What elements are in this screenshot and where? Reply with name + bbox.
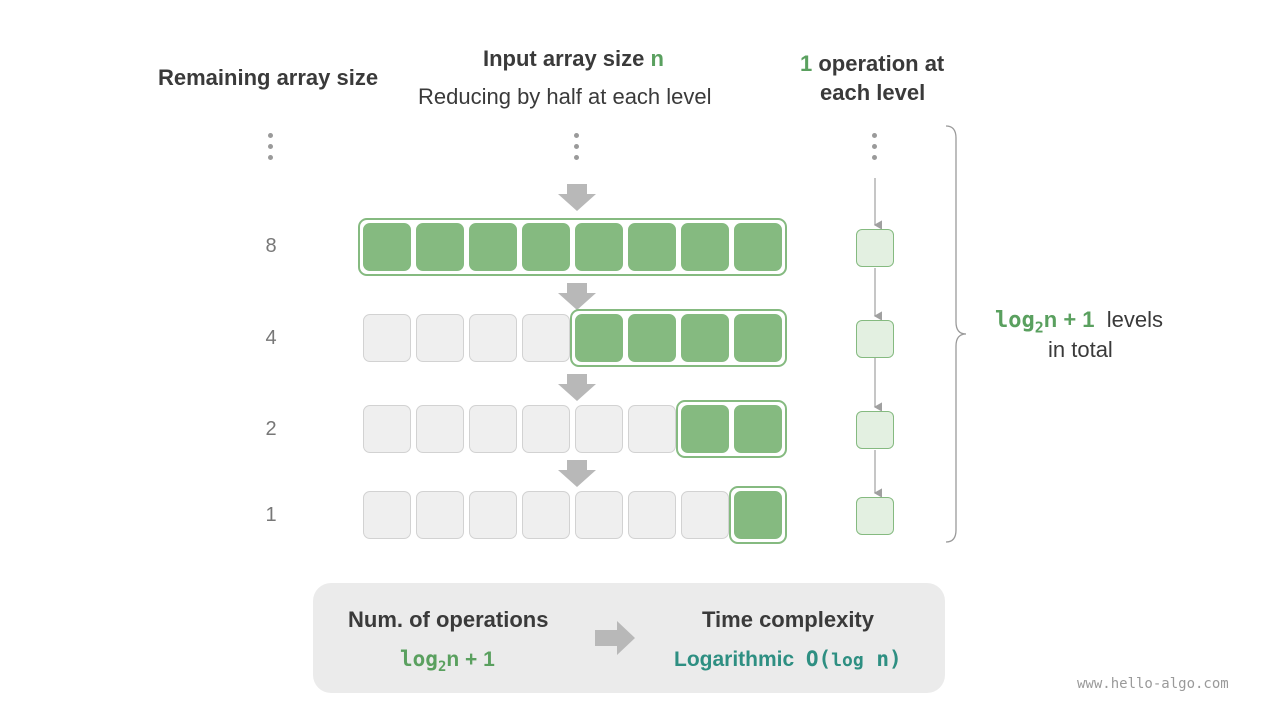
levels-log-text: log xyxy=(995,308,1035,333)
remaining-size-header: Remaining array size xyxy=(158,65,379,90)
active-subarray-outline xyxy=(729,486,787,544)
array-cell-inactive xyxy=(416,405,464,453)
operation-count: 1 xyxy=(800,51,813,76)
tc-big-o: O( xyxy=(805,647,832,671)
down-arrow-icon xyxy=(558,460,596,487)
operation-header-line1: 1 operation at xyxy=(800,51,944,77)
array-cell-active xyxy=(681,223,729,271)
right-arrow-icon xyxy=(595,621,635,655)
array-cell-inactive xyxy=(522,491,570,539)
array-cell-active xyxy=(363,223,411,271)
ops-log-text: log xyxy=(400,647,438,671)
down-arrow-icon xyxy=(558,374,596,401)
array-cell-active xyxy=(416,223,464,271)
operation-box xyxy=(856,229,894,267)
levels-word: levels xyxy=(1106,307,1164,332)
tc-title: Time complexity xyxy=(702,607,874,632)
array-cell-active xyxy=(628,314,676,362)
tc-log: log xyxy=(831,650,864,671)
array-cell-inactive xyxy=(363,405,411,453)
array-cell-active xyxy=(469,223,517,271)
levels-expr-rest: n + 1 xyxy=(1043,307,1095,332)
tc-word: Logarithmic xyxy=(674,648,795,671)
curly-brace xyxy=(945,125,967,543)
footer-url: www.hello-algo.com xyxy=(1077,676,1229,692)
operation-header-line2: each level xyxy=(820,80,926,105)
array-cell-active xyxy=(734,223,782,271)
ops-log-base: 2 xyxy=(437,659,447,676)
input-size-header: Input array size n xyxy=(483,46,664,72)
array-cell-active xyxy=(681,314,729,362)
array-cell-active xyxy=(575,314,623,362)
active-subarray-outline xyxy=(676,400,787,458)
down-arrow-icon xyxy=(558,184,596,211)
level-size-label: 1 xyxy=(265,504,277,526)
ops-expression: log2n + 1 xyxy=(400,647,495,675)
array-cell-inactive xyxy=(363,491,411,539)
level-size-label: 8 xyxy=(265,235,277,257)
array-cell-inactive xyxy=(469,491,517,539)
array-cell-active xyxy=(522,223,570,271)
input-size-var: n xyxy=(650,46,664,71)
array-cell-active xyxy=(628,223,676,271)
operation-flow-lines xyxy=(873,178,883,498)
array-cell-active xyxy=(575,223,623,271)
ops-expr-rest: n + 1 xyxy=(446,648,495,671)
ellipsis-dots-ops xyxy=(872,133,878,166)
array-cell-inactive xyxy=(575,405,623,453)
active-subarray-outline xyxy=(570,309,787,367)
array-cell-inactive xyxy=(522,405,570,453)
operation-label: operation at xyxy=(812,51,945,76)
tc-n: n) xyxy=(863,647,902,671)
array-cell-active xyxy=(734,491,782,539)
array-cell-inactive xyxy=(416,491,464,539)
levels-total-line1: log2n + 1 levels xyxy=(995,307,1163,336)
active-subarray-outline xyxy=(358,218,787,276)
operation-box xyxy=(856,411,894,449)
levels-log-base: 2 xyxy=(1034,318,1044,337)
array-cell-inactive xyxy=(575,491,623,539)
array-cell-inactive xyxy=(522,314,570,362)
array-cell-inactive xyxy=(628,491,676,539)
summary-panel: Num. of operations log2n + 1 Time comple… xyxy=(313,583,945,693)
array-cell-inactive xyxy=(363,314,411,362)
level-size-label: 2 xyxy=(265,418,277,440)
tc-expression: Logarithmic O(log n) xyxy=(674,647,902,672)
level-size-label: 4 xyxy=(265,327,277,349)
array-cell-active xyxy=(734,314,782,362)
ops-title: Num. of operations xyxy=(348,607,549,632)
array-cell-inactive xyxy=(681,491,729,539)
operation-box xyxy=(856,320,894,358)
levels-total-line2: in total xyxy=(1048,337,1113,362)
array-cell-active xyxy=(734,405,782,453)
operation-box xyxy=(856,497,894,535)
down-arrow-icon xyxy=(558,283,596,310)
array-cell-inactive xyxy=(416,314,464,362)
array-cell-inactive xyxy=(469,405,517,453)
array-cell-active xyxy=(681,405,729,453)
reducing-subtitle: Reducing by half at each level xyxy=(418,84,712,109)
ellipsis-dots-array xyxy=(574,133,580,166)
input-size-label: Input array size xyxy=(483,46,651,71)
array-cell-inactive xyxy=(628,405,676,453)
ellipsis-dots-sizes xyxy=(268,133,274,166)
array-cell-inactive xyxy=(469,314,517,362)
